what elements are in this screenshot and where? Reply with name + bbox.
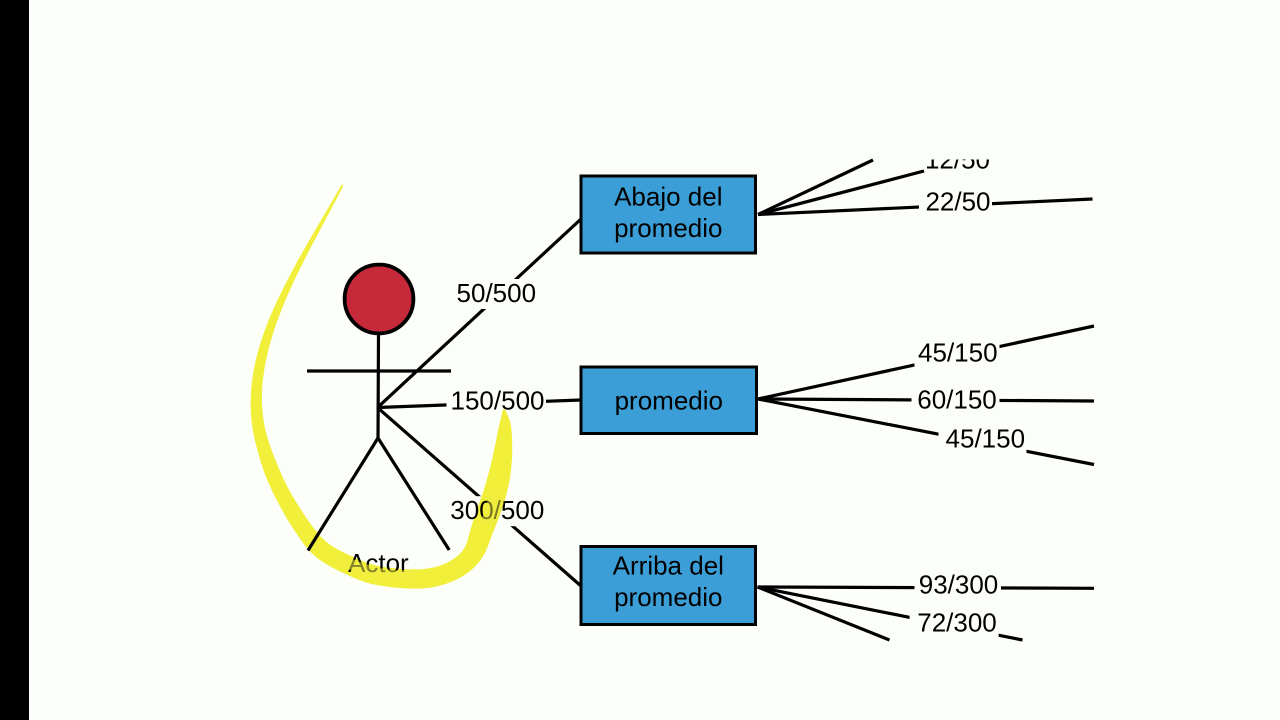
svg-text:Arriba del: Arriba del: [613, 551, 724, 581]
svg-text:150/500: 150/500: [451, 386, 545, 416]
svg-text:promedio: promedio: [614, 213, 722, 243]
svg-text:45/150: 45/150: [946, 424, 1026, 454]
svg-text:12/50: 12/50: [925, 145, 990, 175]
svg-text:72/300: 72/300: [917, 608, 997, 638]
svg-text:Abajo del: Abajo del: [614, 182, 722, 212]
svg-text:promedio: promedio: [614, 582, 722, 612]
svg-text:45/150: 45/150: [918, 338, 998, 368]
svg-text:50/500: 50/500: [457, 278, 537, 308]
svg-text:60/150: 60/150: [917, 384, 997, 414]
svg-text:93/300: 93/300: [919, 569, 999, 599]
svg-text:promedio: promedio: [615, 386, 723, 416]
svg-text:22/50: 22/50: [925, 187, 990, 217]
